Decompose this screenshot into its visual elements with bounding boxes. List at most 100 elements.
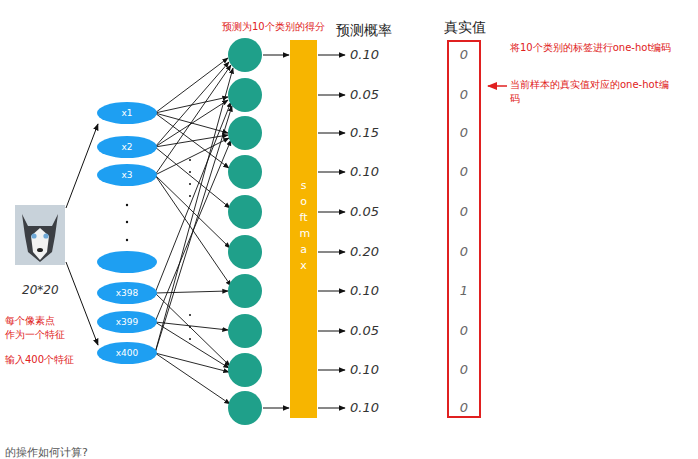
input-arrow (66, 262, 98, 345)
input-feature-ellipse: x400 (97, 342, 157, 364)
node-label: x2 (121, 142, 132, 152)
input-feature-ellipse: x399 (97, 311, 157, 333)
output-neuron (228, 38, 262, 72)
dog-image (15, 205, 65, 265)
output-neuron (228, 116, 262, 150)
one-hot-value: 0 (449, 203, 479, 221)
image-size: 20*20 (22, 282, 72, 298)
input-feature-ellipse: x1 (97, 102, 157, 124)
probability-arrow (318, 408, 345, 409)
weight-line (155, 102, 231, 293)
output-neuron (228, 78, 262, 112)
output-neuron (228, 314, 262, 348)
score-arrow (263, 55, 289, 56)
weight-line (155, 291, 228, 293)
dot (126, 221, 128, 223)
input-feature-ellipse: x2 (97, 136, 157, 158)
node-label: x400 (116, 348, 139, 358)
weight-line (155, 353, 229, 372)
probability-value: 0.05 (350, 322, 400, 340)
annotation-text: 当前样本的真实值对应的one-hot编码 (510, 78, 670, 105)
input-arrows (66, 124, 98, 345)
weight-line (155, 322, 229, 368)
one-hot-value: 0 (449, 124, 479, 142)
one-hot-value: 0 (449, 243, 479, 261)
dot (189, 159, 191, 161)
dot (189, 314, 191, 316)
one-hot-value: 0 (449, 399, 479, 417)
weight-line (155, 106, 232, 353)
node-label: x398 (116, 288, 139, 298)
output-neuron (228, 353, 262, 387)
output-neuron (228, 391, 262, 425)
probability-arrow (318, 133, 345, 134)
input-feature-ellipse: x398 (97, 282, 157, 304)
weight-line (155, 353, 230, 404)
dog-head (22, 214, 58, 262)
probability-value: 0.15 (350, 124, 400, 142)
one-hot-value: 0 (449, 322, 479, 340)
output-neuron (228, 235, 262, 269)
dog-mask (31, 228, 49, 260)
annotation-text: 将10个类别的标签进行one-hot编码 (510, 41, 690, 55)
output-neuron (228, 195, 262, 229)
dot (189, 183, 191, 185)
dot (126, 204, 128, 206)
output-neurons (228, 38, 262, 425)
input-feature-ellipse: x3 (97, 164, 157, 186)
column-heading: 预测概率 (336, 21, 416, 40)
weight-line (155, 175, 230, 248)
probability-arrow (318, 55, 345, 56)
probability-arrow (318, 331, 345, 332)
dot (126, 239, 128, 241)
node-label: x3 (121, 170, 132, 180)
probability-value: 0.10 (350, 163, 400, 181)
probability-value: 0.10 (350, 399, 400, 417)
probability-arrow (318, 291, 345, 292)
dot (189, 171, 191, 173)
blank-input-ellipse (97, 251, 157, 273)
annotation-text: 输入400个特征 (5, 353, 95, 367)
probability-arrow (318, 172, 345, 173)
one-hot-value: 0 (449, 163, 479, 181)
probability-value: 0.05 (350, 203, 400, 221)
dog-nose (37, 248, 43, 252)
probability-arrow (318, 212, 345, 213)
dog-eye (43, 233, 48, 238)
probability-arrow (318, 95, 345, 96)
annotation-arrow (488, 85, 507, 87)
probability-value: 0.10 (350, 361, 400, 379)
dot (189, 195, 191, 197)
cut-off-text: 的操作如何计算? (5, 446, 205, 459)
probability-arrows (318, 55, 345, 408)
score-arrow (263, 408, 289, 409)
weight-line (155, 68, 233, 353)
probability-arrow (318, 252, 345, 253)
weight-line (155, 65, 231, 175)
dot (189, 338, 191, 340)
annotation-text: 每个像素点 作为一个特征 (5, 314, 85, 341)
one-hot-value: 0 (449, 46, 479, 64)
node-label: x399 (116, 317, 139, 327)
one-hot-value: 0 (449, 86, 479, 104)
probability-value: 0.10 (350, 46, 400, 64)
probability-value: 0.05 (350, 86, 400, 104)
probability-value: 0.10 (350, 282, 400, 300)
one-hot-value: 1 (449, 282, 479, 300)
one-hot-box: 真实值0000001000 (447, 40, 481, 418)
weight-line (155, 138, 229, 175)
one-hot-value: 0 (449, 361, 479, 379)
image-background (15, 205, 65, 265)
annotation-text: 预测为10个类别的得分 (222, 20, 342, 34)
weight-lines (155, 58, 233, 404)
probability-value: 0.20 (350, 243, 400, 261)
score-arrows (263, 55, 289, 408)
node-label: x1 (121, 108, 132, 118)
node-label: softmax (300, 178, 308, 274)
weight-line (155, 100, 228, 147)
column-heading: 真实值 (435, 18, 495, 36)
output-neuron (228, 274, 262, 308)
dog-eye (31, 233, 36, 238)
